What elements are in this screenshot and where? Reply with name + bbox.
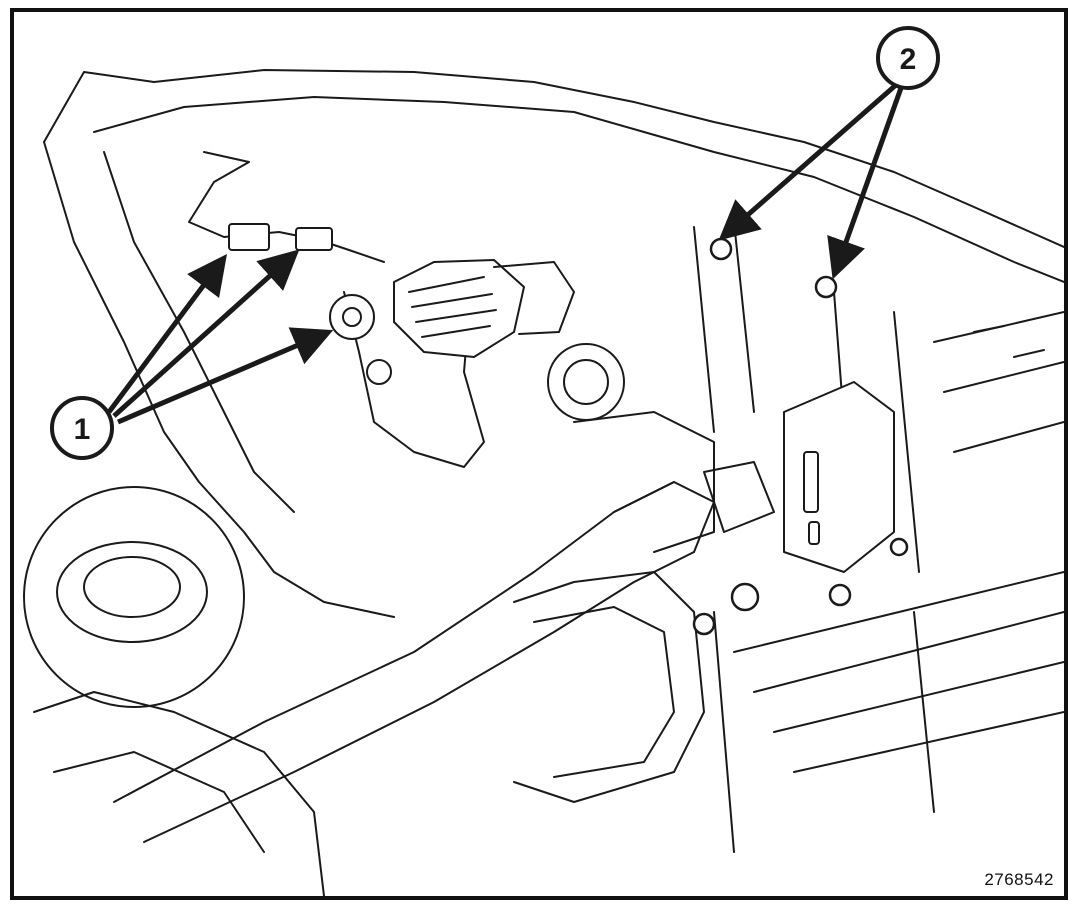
center-detail [703,461,775,533]
wheelhouse-ring [56,541,208,643]
inner-liner [103,151,295,513]
module-ribs [408,276,497,338]
right-rail-slots [973,325,1045,358]
rail-bracket [513,571,705,803]
callout-2-label: 2 [900,43,917,76]
wire-harness-lower [343,291,485,468]
nut-lower-d [889,537,909,557]
callout-2-leaders [718,82,904,280]
hinge-plate [783,381,895,573]
nut-lower-a [730,582,760,612]
figure-number: 2768542 [984,870,1054,889]
module-bracket [493,261,575,335]
callout-1-leaders [106,249,334,425]
leader-2b [827,87,904,280]
sensor-body [329,294,375,340]
sensor-bolt [342,307,362,327]
hinge-slot-2 [808,521,820,545]
wire-harness [188,151,385,263]
module-housing [393,259,525,358]
nut-lower-c [828,583,852,607]
leader-1a [106,253,227,414]
nut-lower-b [692,612,716,636]
center-cross-panel [573,411,715,553]
panel-inner-edge [93,96,1064,283]
frame-rail-bottom [143,551,695,843]
rail-bracket-inner [533,606,675,778]
fasteners [692,237,909,636]
connector-b [295,227,333,251]
floor-edge [713,611,935,853]
sensor-mount-nut [366,359,392,385]
callout-1-label: 1 [74,413,91,446]
leader-1c [117,327,334,425]
frame-rail-top [113,481,675,803]
vehicle-body-linework [23,69,1064,896]
illustration-frame: 1 2 2768542 [10,8,1068,900]
frame-rail-end [613,481,715,553]
leader-2a [718,82,899,241]
fastener-left [709,237,733,261]
service-diagram: 1 2 [23,26,1064,896]
callout-1: 1 [50,396,114,460]
connector-a [228,223,270,251]
wheelhouse-inner [83,556,181,618]
wheelhouse-outer [23,486,245,708]
callout-1-circle [50,396,114,460]
upper-spring-seat [547,343,625,421]
upper-spring-seat-inner [563,359,609,405]
lower-body-left [33,691,325,896]
callout-2-circle [876,26,940,90]
lower-body-left-2 [53,751,265,853]
panel-lower-edge [43,141,395,618]
upper-rear-panel [43,69,1064,248]
callout-2: 2 [876,26,940,90]
right-rail [933,311,1064,453]
fastener-right [814,275,838,299]
pillar-bracket [693,221,920,573]
floor-panel [733,571,1064,773]
hinge-slot [803,451,819,513]
leader-1b [112,249,300,418]
